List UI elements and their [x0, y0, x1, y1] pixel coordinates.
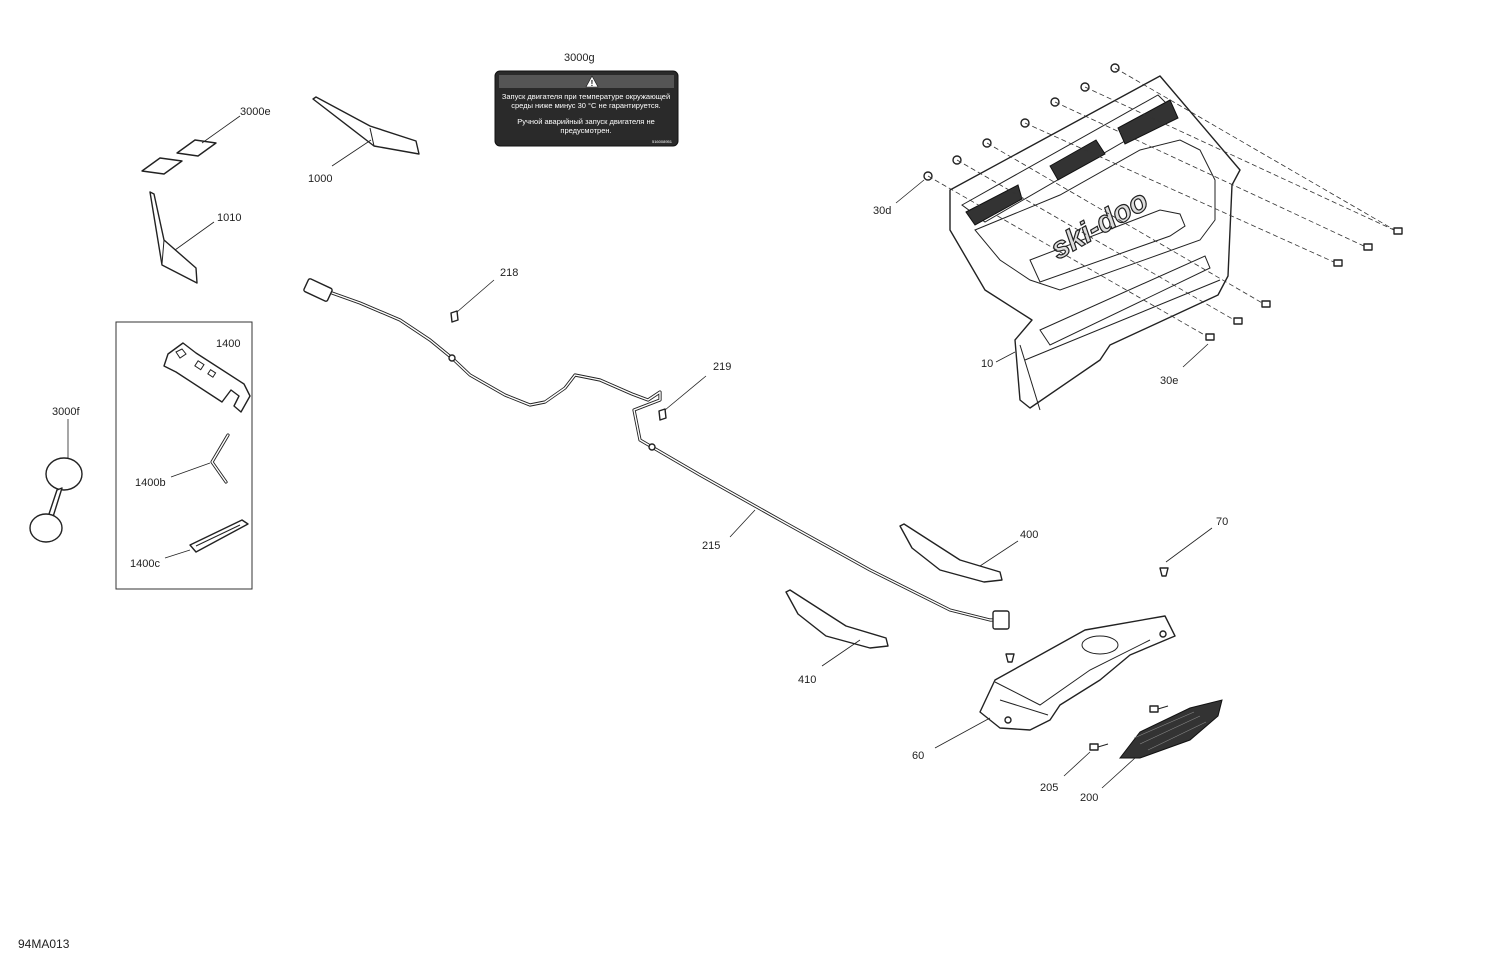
clip-218 — [450, 279, 495, 323]
callout-10: 10 — [981, 358, 993, 370]
callout-70: 70 — [1216, 516, 1228, 528]
clip-70 — [1005, 527, 1213, 663]
blade-1400c — [164, 519, 249, 559]
tool-kit-box — [115, 321, 253, 590]
washers-30d — [895, 63, 1120, 204]
callout-1000: 1000 — [308, 173, 332, 185]
wire-harness-215 — [303, 278, 1010, 630]
callout-400: 400 — [1020, 529, 1038, 541]
warning-line-1: Запуск двигателя при температуре окружаю… — [502, 92, 670, 101]
callout-218: 218 — [500, 267, 518, 279]
screws-30e — [1182, 227, 1403, 368]
pads-3000e — [141, 115, 241, 175]
callout-215: 215 — [702, 540, 720, 552]
warning-line-2: среды ниже минус 30 °C не гарантируется. — [511, 101, 660, 110]
strip-410 — [785, 589, 889, 667]
callout-1400b: 1400b — [135, 477, 166, 489]
warning-decal: ! Запуск двигателя при температуре окруж… — [494, 70, 679, 147]
reflector-200 — [1101, 699, 1223, 789]
callout-200: 200 — [1080, 792, 1098, 804]
bracket-60 — [934, 615, 1176, 749]
harness-connector-right — [992, 610, 1010, 630]
callout-60: 60 — [912, 750, 924, 762]
callout-30d: 30d — [873, 205, 891, 217]
assembly-lines — [927, 67, 1399, 338]
callout-3000e: 3000e — [240, 106, 271, 118]
callout-219: 219 — [713, 361, 731, 373]
warning-triangle-icon — [585, 75, 599, 88]
callout-1400: 1400 — [216, 338, 240, 350]
callout-3000g: 3000g — [564, 52, 595, 64]
mirror-3000f — [29, 419, 83, 543]
strip-1010 — [149, 191, 215, 284]
harness-connector-left — [303, 278, 333, 302]
wrench-1400 — [163, 342, 251, 413]
callout-1400c: 1400c — [130, 558, 160, 570]
hex-key-1400b — [170, 433, 230, 484]
callout-3000f: 3000f — [52, 406, 80, 418]
strip-1000 — [312, 96, 420, 167]
warning-code: 516008951 — [652, 139, 673, 144]
warning-line-3: Ручной аварийный запуск двигателя не — [517, 117, 655, 126]
clip-219 — [658, 375, 707, 421]
callout-30e: 30e — [1160, 375, 1178, 387]
callout-1010: 1010 — [217, 212, 241, 224]
callout-410: 410 — [798, 674, 816, 686]
callout-205: 205 — [1040, 782, 1058, 794]
warning-line-4: предусмотрен. — [560, 126, 611, 135]
strip-400 — [899, 523, 1019, 583]
rear-flap-10: ski-doo — [949, 75, 1241, 411]
svg-text:!: ! — [591, 79, 594, 88]
drawing-id: 94MA013 — [18, 937, 70, 951]
screws-205 — [1063, 705, 1169, 777]
